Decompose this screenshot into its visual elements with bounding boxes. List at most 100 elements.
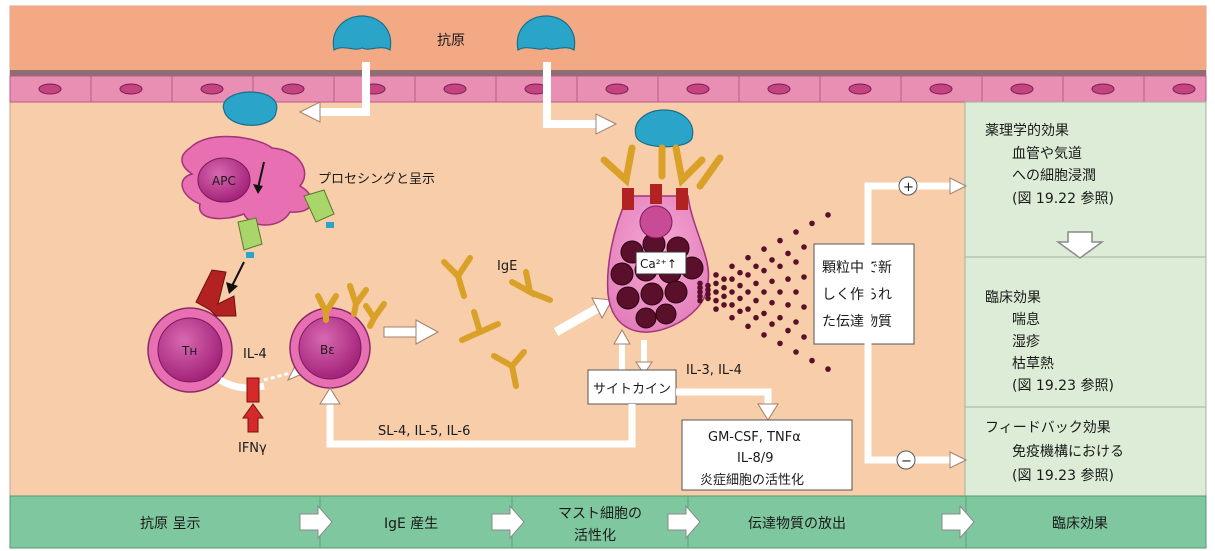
mediator-dot xyxy=(721,302,727,308)
mediator-dot xyxy=(753,315,759,321)
mediator-dot xyxy=(825,212,831,218)
il4-label: IL-4 xyxy=(243,347,267,362)
epithelium-nucleus xyxy=(606,84,628,94)
mediator-dot xyxy=(761,268,767,274)
epithelium xyxy=(10,76,1206,102)
clinical-line3: 枯草熱 xyxy=(1012,356,1054,372)
mediator-dot xyxy=(729,264,735,270)
epithelium-nucleus xyxy=(849,84,871,94)
plus-sign: + xyxy=(903,180,914,195)
epithelium-nucleus xyxy=(768,84,790,94)
clinical-line4: (図 19.23 参照) xyxy=(1012,377,1114,394)
ige-label: IgE xyxy=(497,259,517,274)
mediator-dot xyxy=(825,366,831,372)
epithelium-nucleus xyxy=(1011,84,1033,94)
pharm-title: 薬理学的効果 xyxy=(985,123,1069,139)
mediator-dot xyxy=(793,319,799,325)
processing-label: プロセシングと呈示 xyxy=(318,172,435,187)
mediator-dot xyxy=(785,302,791,308)
bottom-step-bar: 抗原 呈示 IgE 産生 マスト細胞の 活性化 伝達物質の放出 臨床効果 xyxy=(10,496,1206,548)
svg-text:GM-CSF, TNFα: GM-CSF, TNFα xyxy=(708,430,801,445)
epithelium-nucleus xyxy=(120,84,142,94)
svg-text:顆粒中で新: 顆粒中で新 xyxy=(822,260,892,276)
mediator-dot xyxy=(777,238,783,244)
epithelium-nucleus xyxy=(930,84,952,94)
mediator-dot xyxy=(769,279,775,285)
mediator-dot xyxy=(729,276,735,282)
mediator-dot xyxy=(777,315,783,321)
svg-text:た伝達物質: た伝達物質 xyxy=(822,314,892,330)
step-4: 伝達物質の放出 xyxy=(748,516,846,532)
epithelium-nucleus xyxy=(39,84,61,94)
clinical-line1: 喘息 xyxy=(1012,311,1040,328)
feedback-title: フィードバック効果 xyxy=(985,420,1111,436)
mediator-dot xyxy=(729,302,735,308)
epithelium-nucleus xyxy=(687,84,709,94)
mediator-dot xyxy=(785,328,791,334)
cytokine-label: サイトカイン xyxy=(593,382,671,397)
minus-sign: − xyxy=(901,454,912,469)
antigen-label: 抗原 xyxy=(437,33,465,49)
mediator-dot xyxy=(713,272,719,278)
epithelium-nucleus xyxy=(1173,84,1195,94)
epithelium-nucleus xyxy=(444,84,466,94)
mediator-dot xyxy=(769,300,775,306)
mediator-dot xyxy=(721,294,727,300)
step-3-line2: 活性化 xyxy=(574,528,616,544)
epithelium-nucleus xyxy=(282,84,304,94)
step-1: 抗原 呈示 xyxy=(140,516,200,532)
clinical-line2: 湿疹 xyxy=(1012,334,1040,350)
mediator-dot xyxy=(721,276,727,282)
mediator-dot xyxy=(801,244,807,250)
mediator-dot xyxy=(761,246,767,252)
mediator-dot xyxy=(713,289,719,295)
mediator-dot xyxy=(705,296,711,302)
step-3-line1: マスト細胞の xyxy=(558,506,642,522)
mediator-dot xyxy=(745,255,751,261)
mediator-dot xyxy=(777,341,783,347)
mediator-dot xyxy=(769,321,775,327)
b-label: Bε xyxy=(320,343,335,357)
mediator-dot xyxy=(761,289,767,295)
mediator-dot xyxy=(801,274,807,280)
ca-label: Ca²⁺↑ xyxy=(640,257,677,271)
mediator-dot xyxy=(801,334,807,340)
pharm-line3: (図 19.22 参照) xyxy=(1012,190,1114,207)
mediator-dot xyxy=(801,304,807,310)
mediator-dot xyxy=(737,270,743,276)
step-5: 臨床効果 xyxy=(1052,516,1108,532)
clinical-title: 臨床効果 xyxy=(985,290,1041,306)
mediator-dot xyxy=(753,281,759,287)
mediator-dot xyxy=(697,298,703,304)
mediator-dot xyxy=(729,289,735,295)
mediator-dot xyxy=(745,324,751,330)
epithelium-nucleus xyxy=(1092,84,1114,94)
mediator-dot xyxy=(793,289,799,295)
step-2: IgE 産生 xyxy=(384,516,438,532)
ifn-label: IFNγ xyxy=(238,441,267,456)
pharm-line2: への細胞浸潤 xyxy=(1012,168,1096,184)
mediator-dot xyxy=(745,306,751,312)
mediator-dot xyxy=(753,264,759,270)
svg-text:IL-8/9: IL-8/9 xyxy=(737,451,773,466)
mediator-dot xyxy=(793,259,799,265)
right-panel: 薬理学的効果 血管や気道 への細胞浸潤 (図 19.22 参照) 臨床効果 喘息… xyxy=(965,102,1206,496)
mediator-dot xyxy=(737,283,743,289)
svg-text:炎症細胞の活性化: 炎症細胞の活性化 xyxy=(700,473,804,488)
mediator-dot xyxy=(785,251,791,257)
mediator-dot xyxy=(737,296,743,302)
svg-text:しく作られ: しく作られ xyxy=(822,287,892,303)
mediator-dot xyxy=(729,315,735,321)
granule-box: 顆粒中で新 しく作られ た伝達物質 xyxy=(814,244,914,344)
mediator-dot xyxy=(809,358,815,364)
mediator-dot xyxy=(761,332,767,338)
mediator-dot xyxy=(793,229,799,235)
mediator-dot xyxy=(809,221,815,227)
mediator-dot xyxy=(721,285,727,291)
feedback-line1: 免疫機構における xyxy=(1012,444,1124,460)
membrane-line xyxy=(10,70,1206,76)
mediator-dot xyxy=(785,276,791,282)
top-band xyxy=(10,6,1206,72)
mediator-dot xyxy=(761,311,767,317)
